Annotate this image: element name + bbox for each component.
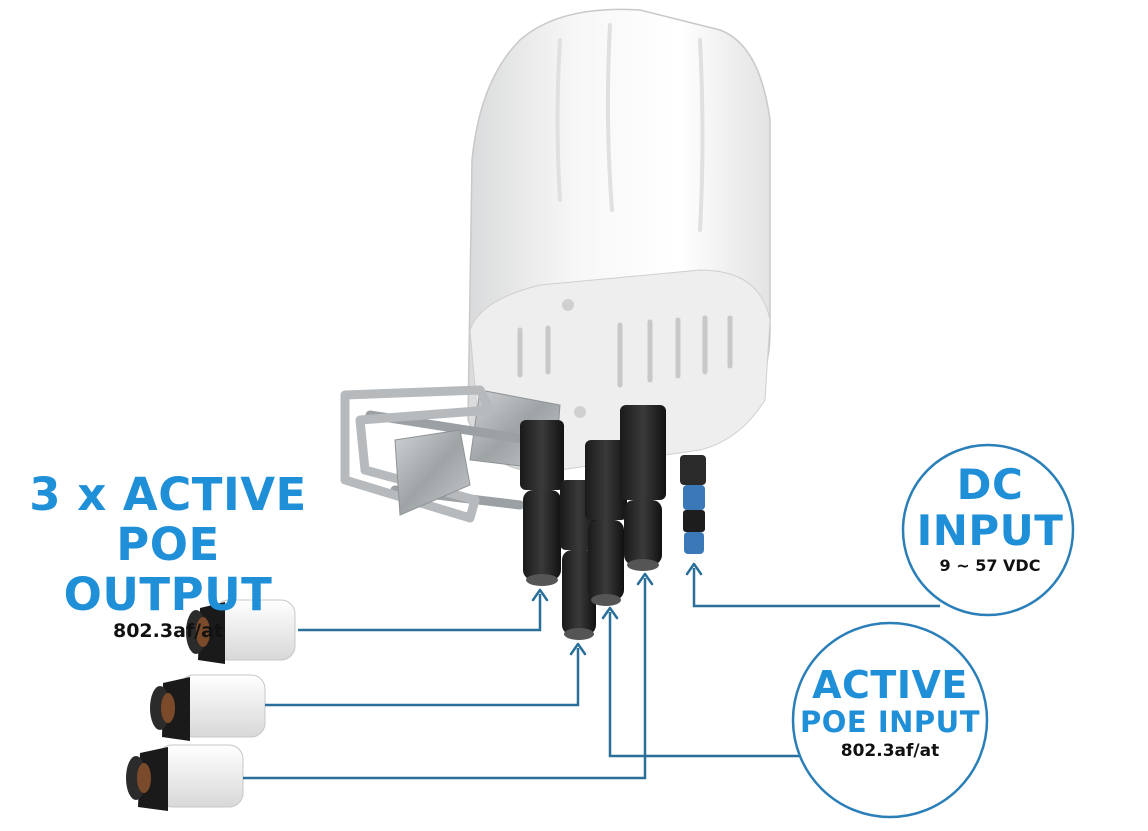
poe-input-circle [791,621,989,819]
cable-gland [520,420,564,586]
up-arrow [685,562,703,576]
poe-output-standard: 802.3af/at [112,620,224,642]
poe-input-standard: 802.3af/at [840,741,940,761]
connector-lines [243,568,940,780]
dc-connector [680,455,706,554]
poe-output-title-line1: 3 x ACTIVE [29,468,307,521]
up-arrow [636,572,654,586]
up-arrow [601,606,619,620]
cable-glands [520,405,706,640]
cable-gland [585,440,627,606]
dc-input-title-line1: DC [956,460,1024,509]
poe-input-callout: ACTIVE POE INPUT 802.3af/at [795,665,985,761]
bullet-camera [186,599,296,664]
poe-input-title-line1: ACTIVE [812,663,968,707]
bullet-camera [150,674,266,741]
up-arrow [569,642,587,656]
dc-input-voltage: 9 ~ 57 VDC [939,556,1041,575]
poe-output-callout: 3 x ACTIVE POE OUTPUT 802.3af/at [18,468,318,643]
poe-output-title-line2: POE OUTPUT [63,518,273,621]
dc-input-title-line2: INPUT [916,506,1064,555]
bullet-camera [126,744,244,811]
dc-input-circle [901,443,1075,617]
cable-gland [620,405,666,571]
poe-input-title-line2: POE INPUT [800,705,980,739]
up-arrow [531,588,549,602]
dc-input-callout: DC INPUT 9 ~ 57 VDC [905,462,1075,576]
